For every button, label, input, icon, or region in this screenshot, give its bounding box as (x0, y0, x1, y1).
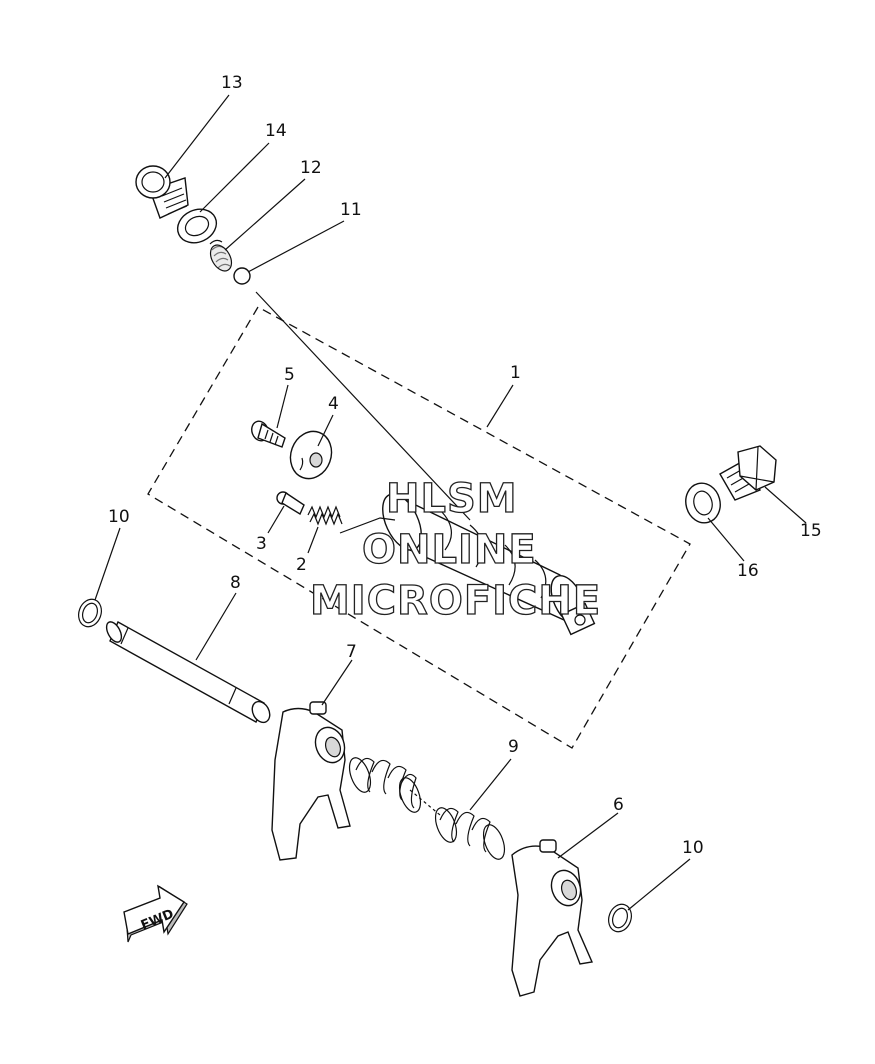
callout-12: 12 (300, 158, 322, 178)
callout-8: 8 (230, 573, 241, 593)
part-15-plug-bolt (719, 445, 777, 501)
part-13-plug-bolt (135, 165, 189, 219)
callout-7: 7 (346, 642, 357, 662)
callout-5: 5 (284, 365, 295, 385)
part-12-spring (209, 239, 233, 272)
leader-lines (94, 94, 807, 911)
part-11-ball (233, 267, 251, 285)
part-14-washer (176, 208, 218, 244)
part-16-washer (685, 482, 721, 524)
callout-3: 3 (256, 534, 267, 554)
watermark: HLSM ONLINE MICROFICHE (309, 475, 601, 624)
part-6-shift-fork (511, 839, 594, 997)
part-8-guide-bar (105, 621, 271, 724)
callout-10-right: 10 (682, 838, 704, 858)
part-1-shift-drum (339, 493, 596, 636)
callout-15: 15 (800, 521, 822, 541)
watermark-line-1: HLSM (386, 476, 518, 522)
callout-13: 13 (221, 73, 243, 93)
callout-14: 14 (265, 121, 287, 141)
part-4-stopper-plate (289, 430, 333, 480)
part-10-circlip-left (78, 598, 102, 628)
part-5-screw (251, 420, 286, 448)
assembly-outline (147, 306, 691, 749)
leader-11-to-assembly (255, 291, 471, 521)
callout-16: 16 (737, 561, 759, 581)
part-9-springs (348, 757, 506, 860)
callout-1: 1 (510, 363, 521, 383)
watermark-line-2: ONLINE (362, 527, 537, 573)
part-2-spring (307, 505, 343, 526)
part-3-pin (276, 491, 305, 516)
callout-9: 9 (508, 737, 519, 757)
callout-10-left: 10 (108, 507, 130, 527)
part-7-shift-fork (271, 701, 351, 861)
callout-6: 6 (613, 795, 624, 815)
part-10-circlip-right (608, 903, 632, 933)
callout-4: 4 (328, 394, 339, 414)
callout-2: 2 (296, 555, 307, 575)
watermark-line-3: MICROFICHE (310, 578, 601, 624)
forward-direction-arrow: FWD (123, 884, 188, 943)
callout-11: 11 (340, 200, 362, 220)
